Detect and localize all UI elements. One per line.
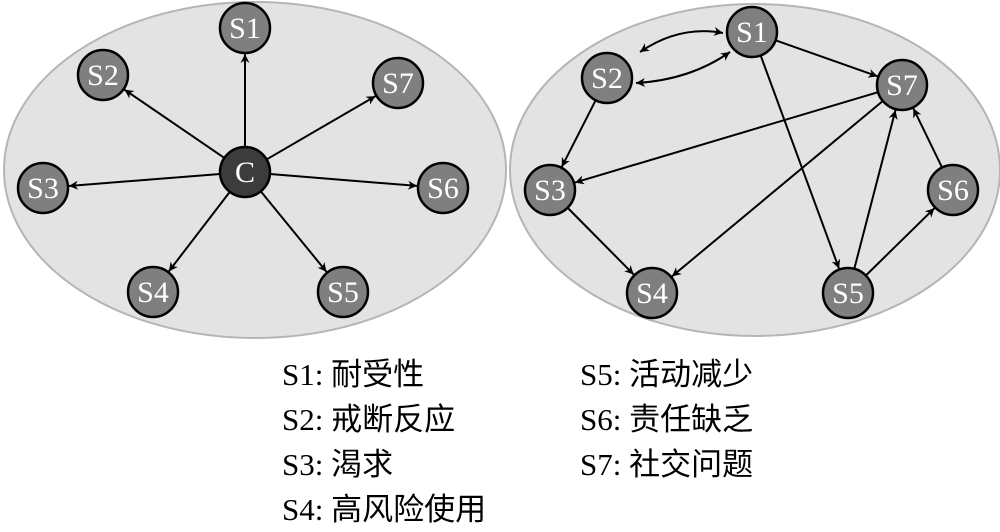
left-edge-C-S4: [168, 191, 231, 272]
left-node-s1: S1: [218, 1, 272, 55]
right-edge-S5-S7: [853, 109, 898, 270]
node-label: S6: [427, 172, 459, 205]
right-node-s5: S5: [821, 266, 875, 320]
right-node-s1: S1: [725, 5, 779, 59]
left-node-c: C: [218, 145, 272, 199]
left-node-s3: S3: [16, 161, 70, 215]
legend-item-s4: S4: 高风险使用: [282, 492, 487, 527]
node-label: S3: [534, 174, 566, 207]
left-node-s7: S7: [371, 56, 425, 110]
right-edge-S6-S7: [912, 107, 943, 168]
left-node-s5: S5: [316, 265, 370, 319]
legend-right: S5: 活动减少 S6: 责任缺乏 S7: 社交问题: [580, 352, 753, 487]
left-edge-C-S3: [68, 172, 221, 190]
node-label: S1: [736, 16, 768, 49]
node-label: S2: [591, 62, 623, 95]
right-node-s6: S6: [926, 163, 980, 217]
right-curve-lower: [635, 51, 731, 87]
left-edge-C-S2: [123, 88, 225, 159]
left-node-s6: S6: [416, 161, 470, 215]
right-edge-S7-S4: [671, 100, 884, 278]
legend-item-s2: S2: 戒断反应: [282, 402, 456, 437]
left-node-s2: S2: [76, 48, 130, 102]
node-label: S2: [87, 59, 119, 92]
node-label: S7: [886, 69, 918, 102]
right-node-s4: S4: [625, 266, 679, 320]
right-edge-S7-S3: [574, 91, 879, 185]
right-edge-S3-S4: [566, 207, 635, 276]
left-node-s4: S4: [126, 265, 180, 319]
left-edge-C-S6: [269, 173, 418, 190]
legend-item-s1: S1: 耐受性: [282, 357, 425, 392]
left-edge-C-S5: [260, 190, 328, 273]
right-edge-S1-S5: [759, 55, 841, 269]
right-node-s7: S7: [875, 58, 929, 112]
right-curve-upper: [639, 26, 724, 53]
legend-item-s6: S6: 责任缺乏: [580, 402, 754, 437]
left-edge-C-S7: [266, 95, 377, 161]
node-label: C: [235, 156, 255, 189]
right-node-s2: S2: [580, 51, 634, 105]
node-label: S6: [937, 174, 969, 207]
legend-item-s7: S7: 社交问题: [580, 447, 754, 482]
legend-left: S1: 耐受性 S2: 戒断反应 S3: 渴求 S4: 高风险使用: [282, 352, 486, 532]
node-label: S7: [382, 67, 414, 100]
right-edge-S2-S3: [560, 99, 597, 168]
node-label: S5: [327, 276, 359, 309]
node-label: S4: [137, 276, 169, 309]
node-label: S5: [832, 277, 864, 310]
node-label: S1: [229, 12, 261, 45]
legend-item-s5: S5: 活动减少: [580, 357, 754, 392]
right-edge-S5-S6: [865, 207, 936, 277]
legend-item-s3: S3: 渴求: [282, 447, 394, 482]
node-label: S3: [27, 172, 59, 205]
right-node-s3: S3: [523, 163, 577, 217]
node-label: S4: [636, 277, 668, 310]
right-edge-S1-S7: [775, 39, 878, 78]
